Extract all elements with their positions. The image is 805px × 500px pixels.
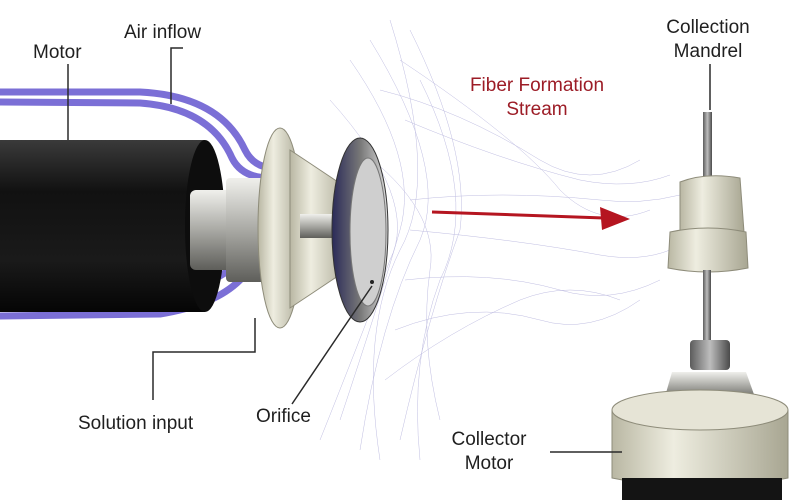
- collector-motor-line-2: Motor: [464, 453, 514, 474]
- solution-input-label: Solution input: [78, 413, 194, 434]
- collection-mandrel-line-2: Mandrel: [673, 41, 743, 62]
- collection-mandrel-label: Collection Mandrel: [648, 16, 768, 64]
- leader-lines: [67, 47, 711, 453]
- motor-label: Motor: [33, 42, 82, 63]
- air-inflow-label: Air inflow: [124, 22, 202, 43]
- collection-mandrel-line-1: Collection: [666, 17, 750, 38]
- collector-motor: [611, 340, 789, 500]
- coupling: [190, 178, 270, 282]
- orifice-label: Orifice: [256, 406, 311, 427]
- stream-arrow: [431, 207, 630, 230]
- collector-motor-line-1: Collector: [451, 429, 527, 450]
- collector-motor-label: Collector Motor: [432, 428, 546, 476]
- fiber-stream-line-1: Fiber Formation: [469, 75, 605, 96]
- orifice-ring: [331, 137, 389, 323]
- fiber-stream-line-2: Stream: [506, 99, 568, 120]
- fiber-formation-stream-label: Fiber Formation Stream: [448, 74, 626, 122]
- collection-mandrel: [667, 112, 749, 350]
- fiber-cloud: [319, 19, 681, 461]
